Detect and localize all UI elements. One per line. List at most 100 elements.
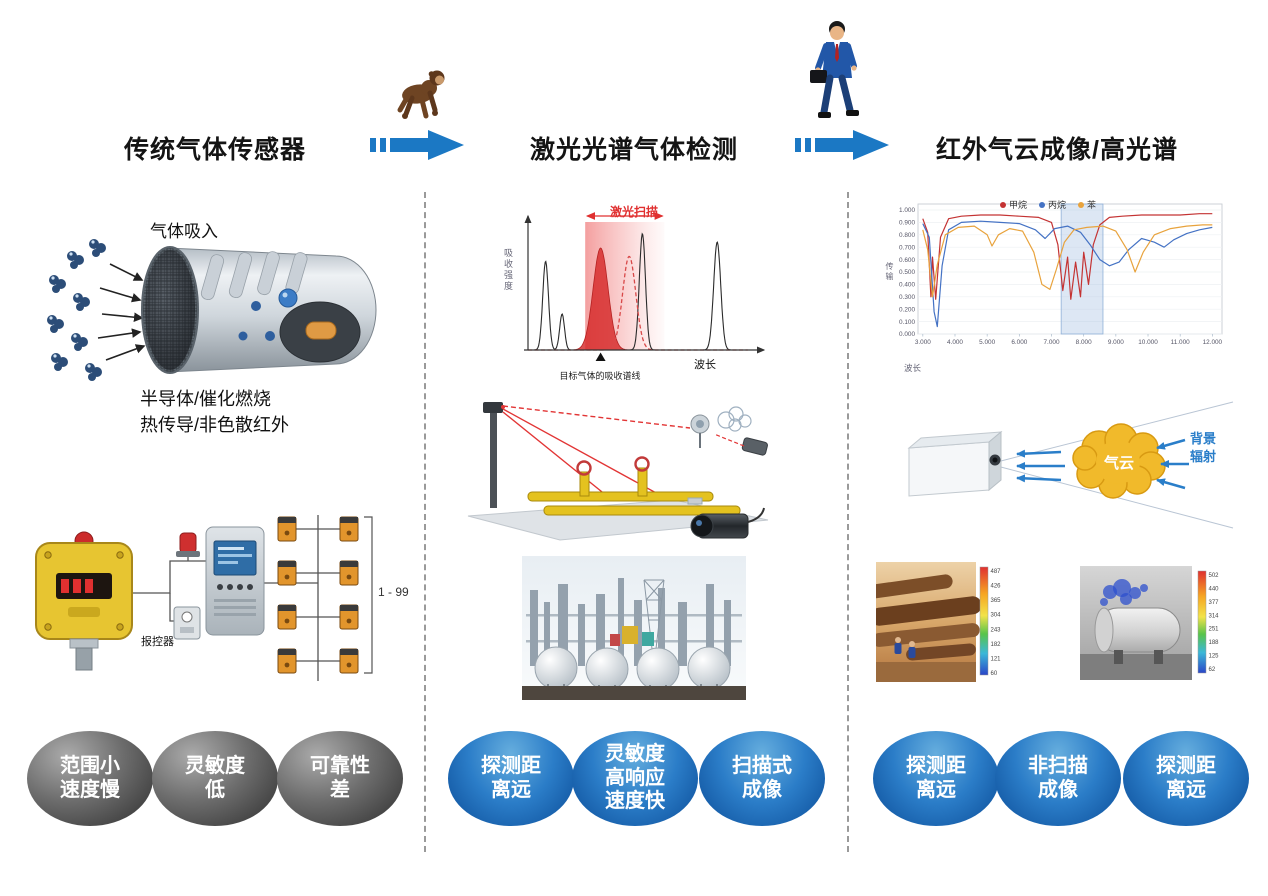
colorbar-tick: 182	[991, 642, 1002, 648]
monkey-icon	[397, 70, 445, 119]
valve-wheel	[576, 460, 592, 476]
series-苯	[922, 224, 1213, 298]
background-gas-spectrum	[528, 232, 748, 351]
plot-area	[917, 203, 1223, 335]
advantage-oval-1: 探测距 离远	[448, 731, 574, 826]
advantage-text: 灵敏度 高响应 速度快	[605, 743, 665, 813]
wiring	[132, 515, 340, 681]
advantage-text: 探测距 离远	[481, 754, 541, 801]
colored-units	[610, 626, 654, 646]
x-tick-label: 10.000	[1138, 339, 1158, 346]
advantage-oval-4: 探测距 离远	[873, 731, 999, 826]
y-tick-label: 0.700	[899, 244, 915, 251]
imaging-camera	[690, 507, 765, 539]
gas-detection-overlay	[1100, 579, 1148, 606]
spectrum-y-axis-label: 吸收强度	[503, 248, 513, 292]
gas-flow-arrows	[97, 263, 146, 361]
x-tick-label: 7.000	[1044, 339, 1060, 346]
x-tick-label: 8.000	[1076, 339, 1092, 346]
spherical-tanks	[534, 646, 731, 693]
sensor-types-text: 半导体/催化燃烧 热传导/非色散红外	[140, 389, 290, 436]
colorbar-tick: 243	[991, 627, 1002, 633]
ir-y-axis-label: 传输	[885, 262, 894, 282]
controller-panel	[205, 526, 265, 636]
junction-box	[173, 606, 201, 640]
absorption-spectrum-chart	[524, 212, 766, 361]
legend-dot	[1000, 201, 1006, 208]
advantage-oval-2: 灵敏度 高响应 速度快	[572, 731, 698, 826]
limitation-text: 可靠性 差	[310, 754, 370, 801]
background-radiation-arrows	[1156, 438, 1189, 490]
yellow-pipes	[527, 456, 741, 516]
worker-figures	[894, 637, 916, 658]
limitation-text: 范围小 速度慢	[60, 754, 120, 801]
controller-screen	[213, 540, 257, 576]
target-gas-annotation: 目标气体的吸收谱线	[559, 371, 641, 381]
colorbar-tick: 440	[1209, 586, 1220, 592]
colorbar	[1197, 570, 1207, 674]
sensor-cylinder	[141, 246, 377, 374]
gas-detector-device	[35, 531, 133, 671]
x-tick-label: 4.000	[947, 339, 963, 346]
y-tick-label: 0.100	[899, 319, 915, 326]
colorbar-tick: 121	[991, 656, 1002, 662]
advantage-text: 探测距 离远	[1156, 754, 1216, 801]
node-range-label: 1 - 99	[378, 585, 409, 599]
thermal-scene-pipes	[876, 562, 982, 682]
gas-plume-sketch	[717, 406, 752, 432]
advantage-oval-5: 非扫描 成像	[995, 731, 1121, 826]
y-tick-label: 0.200	[899, 306, 915, 313]
series-丙烷	[922, 220, 1213, 328]
colorbar-tick: 304	[991, 613, 1002, 619]
alarm-beacon	[176, 532, 200, 557]
advantage-text: 扫描式 成像	[732, 754, 792, 801]
y-tick-label: 0.500	[899, 269, 915, 276]
legend-item: 丙烷	[1039, 198, 1066, 211]
radiation-arrows-toward-imager	[1016, 449, 1065, 483]
colorbar-tick: 60	[991, 671, 998, 677]
y-tick-label: 0.800	[899, 232, 915, 239]
controller-label: 报控器	[141, 636, 174, 648]
column-divider-1	[424, 192, 426, 852]
colorbar-tick: 251	[1209, 627, 1220, 633]
ground	[522, 686, 746, 700]
y-tick-label: 0.900	[899, 220, 915, 227]
retroreflector	[690, 414, 710, 448]
x-tick-label: 12.000	[1203, 339, 1223, 346]
advantage-text: 非扫描 成像	[1028, 754, 1088, 801]
led-display	[56, 573, 112, 599]
gas-cloud-label: 气云	[1103, 454, 1134, 472]
limitation-oval-3: 可靠性 差	[277, 731, 403, 826]
colorbar-tick: 377	[1209, 600, 1220, 606]
colorbar-tick: 487	[991, 569, 1002, 575]
column-divider-2	[847, 192, 849, 852]
detector-network-illustration	[35, 515, 373, 681]
laser-beams	[502, 405, 691, 501]
column-title-infrared: 红外气云成像/高光谱	[936, 136, 1178, 164]
y-tick-label: 0.000	[899, 331, 915, 338]
transmission-spectra-chart: 0.0000.1000.2000.3000.4000.5000.6000.700…	[899, 203, 1223, 346]
target-marker	[595, 352, 606, 361]
refinery-photo	[522, 556, 746, 700]
column-title-traditional: 传统气体传感器	[123, 136, 306, 164]
chart-legend: 甲烷丙烷苯	[1000, 198, 1096, 211]
gas-intake-label: 气体吸入	[150, 222, 218, 241]
advantage-text: 探测距 离远	[906, 754, 966, 801]
thermal-scene-tank	[1080, 566, 1192, 680]
ir-x-axis-label: 波长	[904, 363, 922, 373]
legend-label: 甲烷	[1009, 200, 1028, 210]
briefcase-icon	[810, 70, 827, 83]
laser-detection-scene	[467, 402, 769, 541]
series-甲烷	[922, 213, 1213, 300]
range-bracket	[364, 516, 373, 674]
lattice-tower	[643, 579, 665, 667]
colorbar-tick: 426	[991, 584, 1002, 590]
x-tick-label: 3.000	[915, 339, 931, 346]
y-tick-label: 1.000	[899, 207, 915, 214]
spectrum-x-axis-label: 波长	[694, 359, 716, 371]
